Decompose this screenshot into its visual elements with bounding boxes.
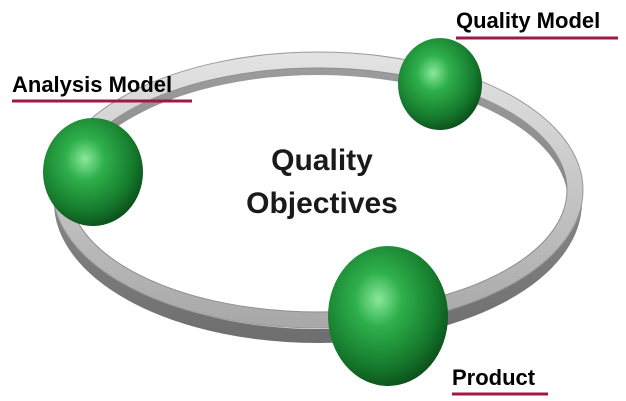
product-node <box>328 246 448 386</box>
quality-model-node <box>398 38 482 130</box>
analysis-model-sphere <box>43 118 143 226</box>
analysis-model-node <box>43 118 143 226</box>
center-title-line1: Quality <box>271 144 373 177</box>
analysis-model-label: Analysis Model <box>12 72 172 97</box>
quality-model-label-group: Quality Model <box>456 8 618 40</box>
analysis-model-label-group: Analysis Model <box>12 72 192 103</box>
center-title-line2: Objectives <box>246 187 398 220</box>
product-label: Product <box>452 365 536 390</box>
product-sphere <box>328 246 448 386</box>
quality-model-label: Quality Model <box>456 8 600 33</box>
quality-model-sphere <box>398 38 482 130</box>
product-label-group: Product <box>452 365 548 396</box>
